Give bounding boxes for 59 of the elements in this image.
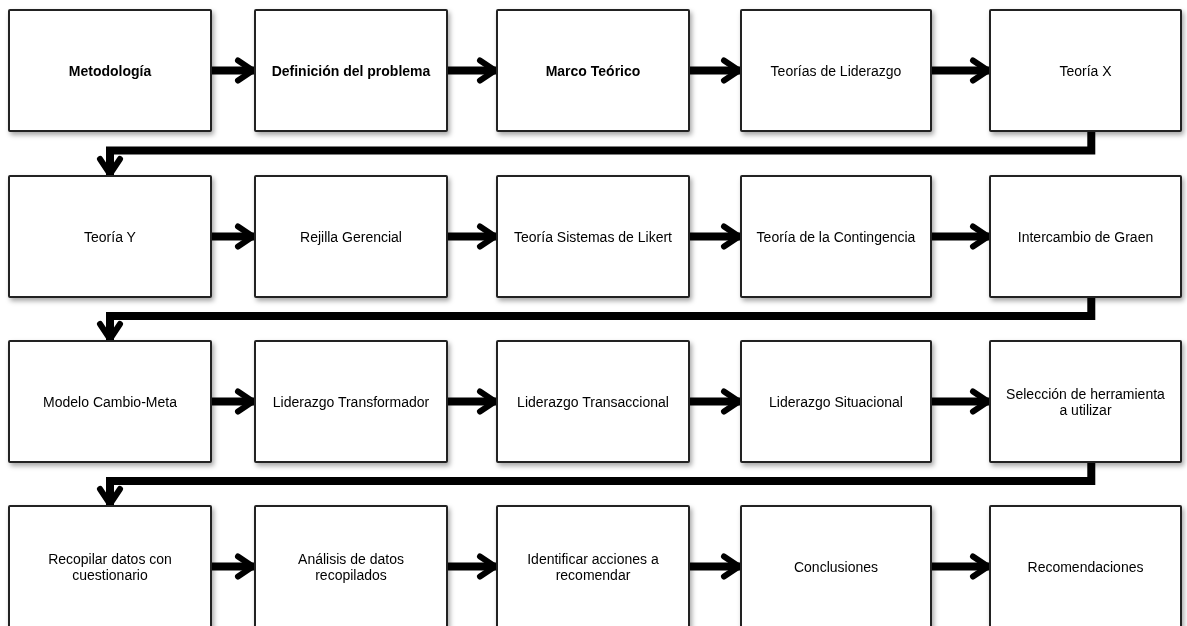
box-label: Teoría X xyxy=(1059,62,1112,79)
arrow xyxy=(448,388,498,415)
box-label: Recopilar datos con cuestionario xyxy=(47,550,173,583)
arrow xyxy=(97,463,1096,507)
box-label: Teoría Y xyxy=(84,228,136,245)
box-label: Teorías de Liderazgo xyxy=(770,62,902,79)
box-label: Rejilla Gerencial xyxy=(300,228,402,245)
box-label: Identificar acciones a recomendar xyxy=(526,550,660,583)
process-box xyxy=(496,505,690,626)
process-box xyxy=(740,340,932,463)
process-box xyxy=(740,9,932,132)
process-box xyxy=(254,340,448,463)
process-box xyxy=(8,175,212,298)
arrow xyxy=(448,57,498,84)
box-label: Metodología xyxy=(68,62,152,79)
process-box xyxy=(740,505,932,626)
box-label: Teoría de la Contingencia xyxy=(756,228,916,245)
arrow xyxy=(448,553,498,580)
arrow xyxy=(690,553,742,580)
box-label: Intercambio de Graen xyxy=(1017,228,1154,245)
box-label: Marco Teórico xyxy=(545,62,641,79)
process-box xyxy=(8,340,212,463)
box-label: Liderazgo Transaccional xyxy=(517,393,669,410)
box-label: Análisis de datos recopilados xyxy=(297,550,405,583)
process-box xyxy=(8,505,212,626)
box-label: Selección de herramienta a utilizar xyxy=(1005,385,1166,418)
arrow xyxy=(932,57,991,84)
arrow xyxy=(690,57,742,84)
box-label: Modelo Cambio-Meta xyxy=(43,393,177,410)
arrow xyxy=(932,553,991,580)
process-box xyxy=(496,175,690,298)
process-box xyxy=(989,505,1182,626)
process-box xyxy=(496,340,690,463)
arrow xyxy=(212,223,256,250)
process-box xyxy=(254,505,448,626)
process-box xyxy=(989,9,1182,132)
arrow xyxy=(212,57,256,84)
box-label: Recomendaciones xyxy=(1027,558,1144,575)
arrow xyxy=(932,223,991,250)
process-box xyxy=(989,175,1182,298)
arrow xyxy=(212,553,256,580)
arrow xyxy=(97,298,1096,342)
arrow xyxy=(448,223,498,250)
box-label: Conclusiones xyxy=(793,558,879,575)
process-box xyxy=(8,9,212,132)
box-label: Teoría Sistemas de Likert xyxy=(514,228,672,245)
box-label: Definición del problema xyxy=(271,62,431,79)
process-box xyxy=(989,340,1182,463)
arrow xyxy=(97,132,1096,177)
box-label: Liderazgo Transformador xyxy=(272,393,430,410)
process-box xyxy=(740,175,932,298)
arrow xyxy=(212,388,256,415)
process-box xyxy=(496,9,690,132)
arrow xyxy=(690,388,742,415)
arrow xyxy=(690,223,742,250)
process-box xyxy=(254,175,448,298)
box-label: Liderazgo Situacional xyxy=(769,393,903,410)
arrow xyxy=(932,388,991,415)
process-box xyxy=(254,9,448,132)
